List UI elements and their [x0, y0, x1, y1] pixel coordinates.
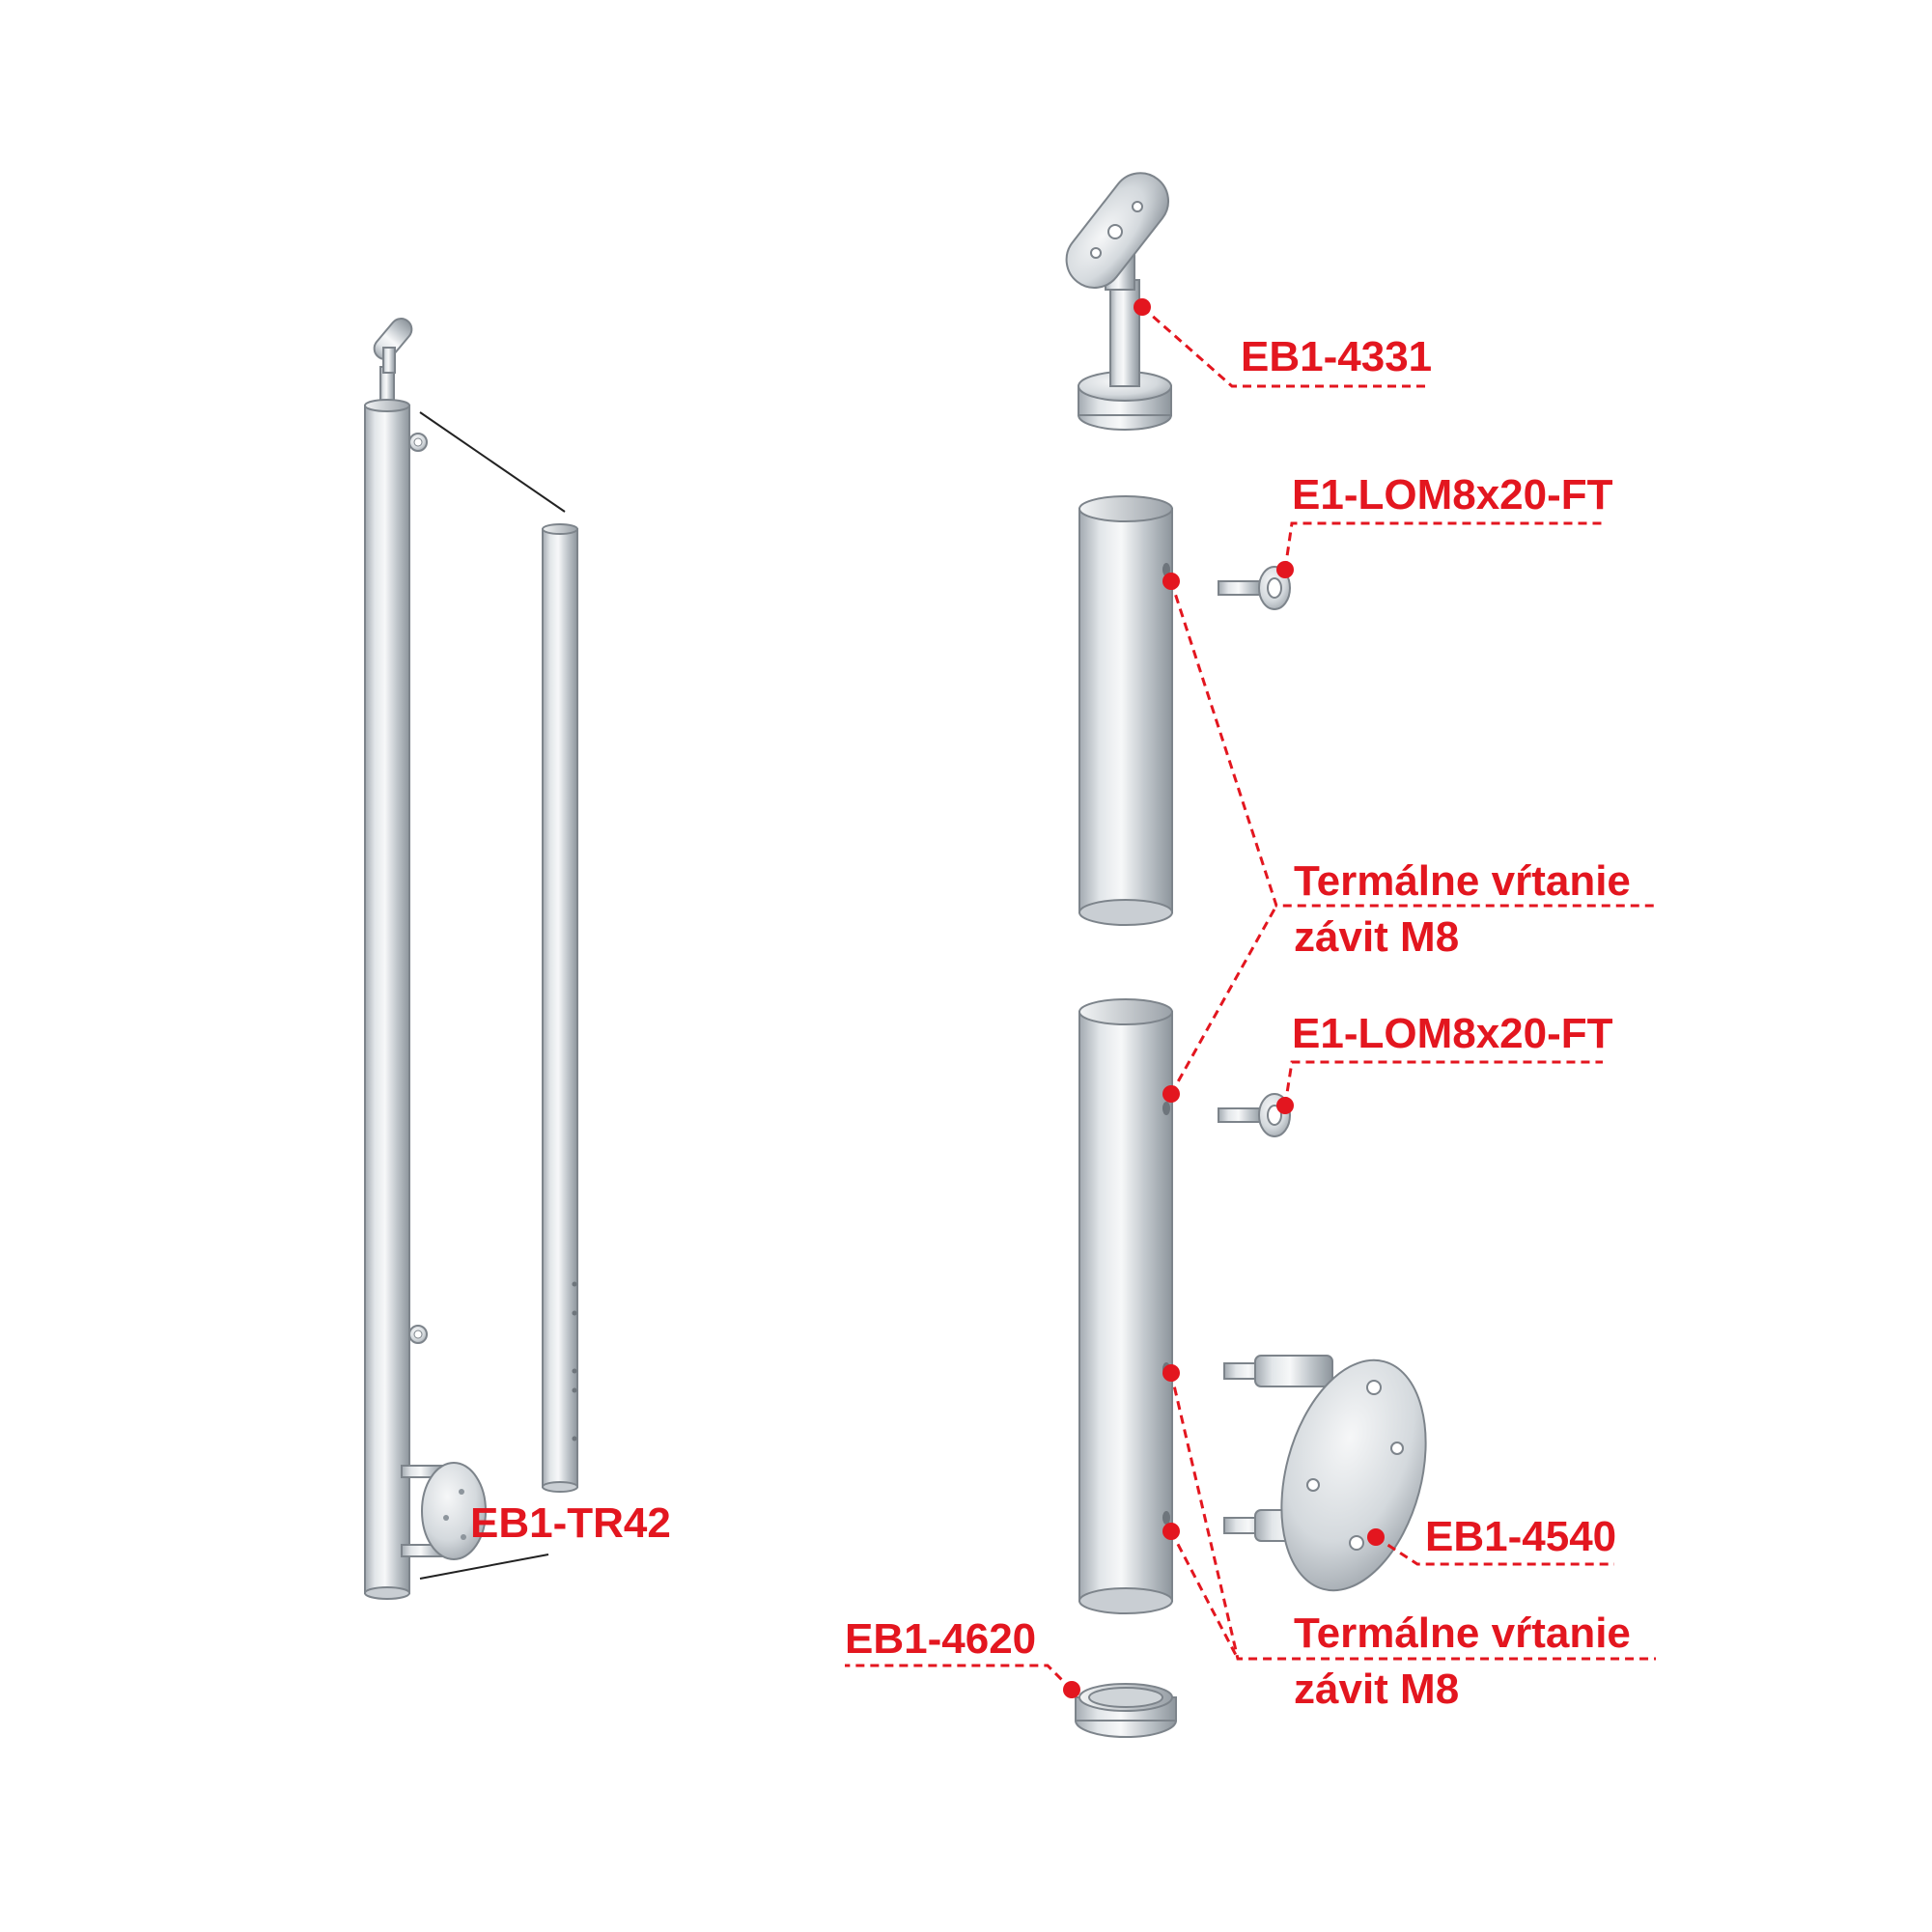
wall-flange — [1223, 1355, 1427, 1592]
lower-tube — [1078, 998, 1173, 1614]
callout-dot — [1276, 561, 1294, 578]
handrail-holder — [1065, 172, 1172, 431]
label-thermal-drilling-top-1: Termálne vŕtanie — [1294, 857, 1631, 905]
assembled-post — [364, 318, 566, 1600]
assembled-post-tube — [364, 405, 410, 1594]
label-thermal-drilling-top-2: závit M8 — [1294, 913, 1459, 961]
cut-tube — [542, 523, 578, 1493]
label-thermal-drilling-bottom-1: Termálne vŕtanie — [1294, 1610, 1631, 1657]
callout-dot — [1162, 573, 1180, 590]
callout-dot — [1162, 1523, 1180, 1540]
label-end-cap: EB1-4620 — [845, 1615, 1036, 1663]
callout-dot — [1162, 1364, 1180, 1382]
callout-dot — [1162, 1085, 1180, 1103]
callouts — [845, 305, 1656, 1692]
label-thermal-drilling-bottom-2: závit M8 — [1294, 1666, 1459, 1713]
callout-dot — [1276, 1097, 1294, 1114]
assembled-saddle — [373, 318, 413, 406]
label-eye-screw-bottom: E1-LOM8x20-FT — [1292, 1010, 1613, 1057]
end-cap — [1075, 1683, 1177, 1738]
label-post: EB1-TR42 — [470, 1499, 671, 1547]
label-wall-flange: EB1-4540 — [1425, 1513, 1616, 1560]
callout-dot — [1134, 298, 1151, 316]
upper-tube — [1078, 495, 1173, 926]
assembled-wall-flange — [401, 1462, 487, 1560]
label-eye-screw-top: E1-LOM8x20-FT — [1292, 471, 1613, 518]
callout-dot — [1063, 1681, 1080, 1698]
callout-dot — [1367, 1528, 1385, 1546]
label-handrail-holder: EB1-4331 — [1241, 333, 1432, 380]
callout-dots — [1063, 298, 1385, 1698]
